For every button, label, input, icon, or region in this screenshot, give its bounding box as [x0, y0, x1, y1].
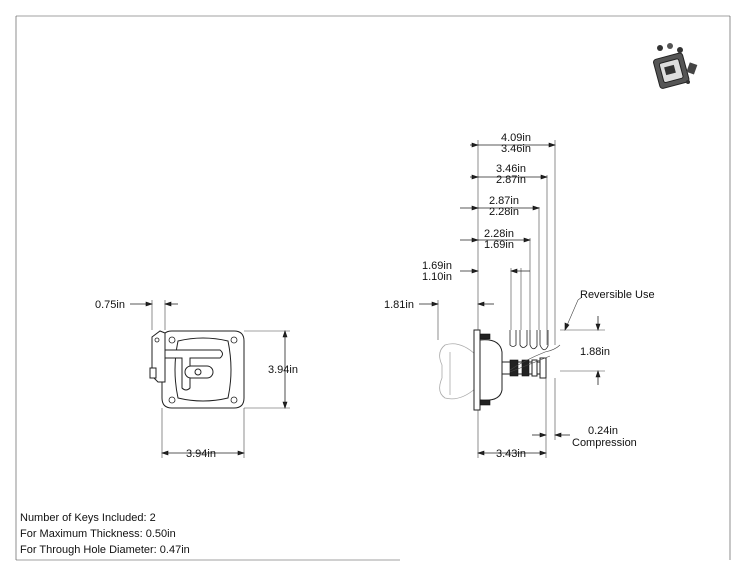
mount-hole: [230, 336, 238, 344]
dim-compression-label: Compression: [572, 437, 637, 449]
dim-compression-value: 0.24in: [588, 425, 618, 437]
mount-hole: [168, 336, 176, 344]
dim-handle: 1.81in: [384, 299, 414, 311]
sheet-border: [15, 15, 731, 561]
dim-side-a0: 4.09in: [501, 132, 531, 144]
spec-notes: Number of Keys Included: 2 For Maximum T…: [20, 510, 190, 558]
dim-side-b1: 2.87in: [496, 174, 526, 186]
label-reversible-use: Reversible Use: [580, 289, 655, 301]
dim-side-b4: 1.10in: [422, 271, 452, 283]
dim-front-height: 3.94in: [268, 364, 298, 376]
note-keys: Number of Keys Included: 2: [20, 512, 156, 524]
dim-front-width: 3.94in: [186, 448, 216, 460]
ghost-handle: [439, 343, 477, 400]
dim-side-a2: 2.87in: [489, 195, 519, 207]
dim-side-depth: 3.43in: [496, 448, 526, 460]
flange: [473, 329, 481, 411]
mount-hole: [230, 396, 238, 404]
body: [479, 339, 503, 401]
dim-side-a1: 3.46in: [496, 163, 526, 175]
latch-thumbnail: [653, 43, 698, 89]
cam-positions: [509, 330, 561, 373]
dim-side-a4: 1.69in: [422, 260, 452, 272]
dim-top-offset: 0.75in: [95, 299, 125, 311]
dim-side-height: 1.88in: [580, 346, 610, 358]
cam-arm: [539, 357, 547, 379]
front-view: 0.75in 3.94in 3.94in: [95, 299, 298, 460]
dim-side-a3: 2.28in: [484, 228, 514, 240]
dim-side-b0: 3.46in: [501, 143, 531, 155]
side-view: 4.09in 3.46in 3.46in 2.87in 2.87in 2.28i…: [384, 132, 655, 460]
dim-side-b3: 1.69in: [484, 239, 514, 251]
mount-hole: [168, 396, 176, 404]
note-thickness: For Maximum Thickness: 0.50in: [20, 528, 176, 540]
latch-handle: [164, 349, 223, 391]
dim-side-b2: 2.28in: [489, 206, 519, 218]
note-hole: For Through Hole Diameter: 0.47in: [20, 544, 190, 556]
